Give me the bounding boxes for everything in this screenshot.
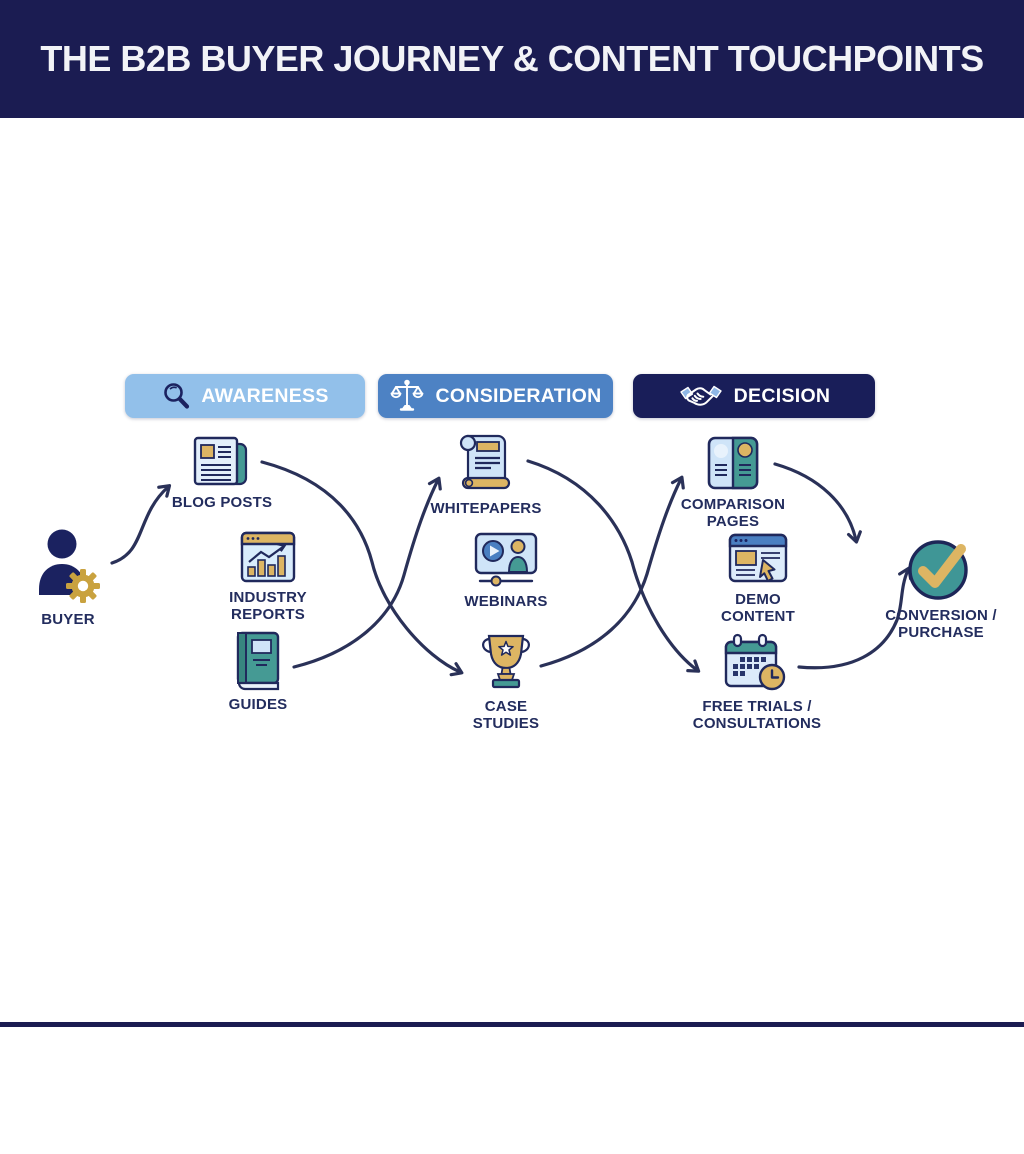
page-title: THE B2B BUYER JOURNEY & CONTENT TOUCHPOI… bbox=[40, 38, 984, 79]
stage-awareness: AWARENESS bbox=[125, 374, 365, 418]
scales-icon bbox=[391, 379, 424, 411]
whitepapers-label: WHITEPAPERS bbox=[430, 500, 542, 517]
blog-posts-label: BLOG POSTS bbox=[171, 494, 273, 511]
industry-reports-label: INDUSTRY REPORTS bbox=[229, 589, 307, 624]
browser-cursor-icon bbox=[728, 533, 788, 583]
case-studies-label: CASE STUDIES bbox=[472, 698, 540, 733]
node-case-studies: CASE STUDIES bbox=[461, 630, 551, 733]
node-comparison-pages: COMPARISON PAGES bbox=[671, 434, 795, 531]
magnifier-icon bbox=[164, 383, 190, 409]
conversion-label: CONVERSION / PURCHASE bbox=[885, 607, 997, 642]
comparison-pages-label: COMPARISON PAGES bbox=[680, 496, 786, 531]
buyer-gear-icon bbox=[39, 529, 100, 603]
node-industry-reports: INDUSTRY REPORTS bbox=[213, 529, 323, 624]
demo-content-label: DEMO CONTENT bbox=[721, 591, 795, 626]
node-free-trials: FREE TRIALS / CONSULTATIONS bbox=[677, 632, 837, 733]
video-player-icon bbox=[474, 532, 538, 587]
node-demo-content: DEMO CONTENT bbox=[708, 531, 808, 626]
node-guides: GUIDES bbox=[203, 630, 313, 713]
stage-decision: DECISION bbox=[633, 374, 875, 418]
report-chart-icon bbox=[240, 531, 296, 583]
buyer-label: BUYER bbox=[41, 611, 95, 628]
comparison-card-icon bbox=[707, 436, 759, 490]
stage-decision-label: DECISION bbox=[733, 384, 831, 407]
node-blog-posts: BLOG POSTS bbox=[167, 434, 277, 511]
handshake-icon bbox=[679, 385, 722, 406]
header-bar: THE B2B BUYER JOURNEY & CONTENT TOUCHPOI… bbox=[0, 0, 1024, 118]
bottom-divider bbox=[0, 1022, 1024, 1027]
free-trials-label: FREE TRIALS / CONSULTATIONS bbox=[692, 698, 822, 733]
newspaper-icon bbox=[193, 436, 248, 486]
webinars-label: WEBINARS bbox=[464, 593, 548, 610]
trophy-icon bbox=[482, 634, 530, 689]
scroll-document-icon bbox=[459, 434, 511, 490]
arrow-case-studies-to-comparison-pages bbox=[539, 475, 685, 668]
stage-consideration: CONSIDERATION bbox=[378, 374, 613, 418]
node-webinars: WEBINARS bbox=[451, 531, 561, 610]
node-whitepapers: WHITEPAPERS bbox=[416, 432, 556, 517]
node-buyer: BUYER bbox=[8, 529, 128, 628]
book-icon bbox=[236, 631, 280, 691]
calendar-clock-icon bbox=[724, 633, 786, 691]
stage-consideration-label: CONSIDERATION bbox=[435, 384, 602, 407]
check-circle-icon bbox=[908, 540, 968, 600]
guides-label: GUIDES bbox=[228, 696, 288, 713]
stage-awareness-label: AWARENESS bbox=[201, 384, 329, 407]
node-conversion: CONVERSION / PURCHASE bbox=[866, 533, 1016, 642]
